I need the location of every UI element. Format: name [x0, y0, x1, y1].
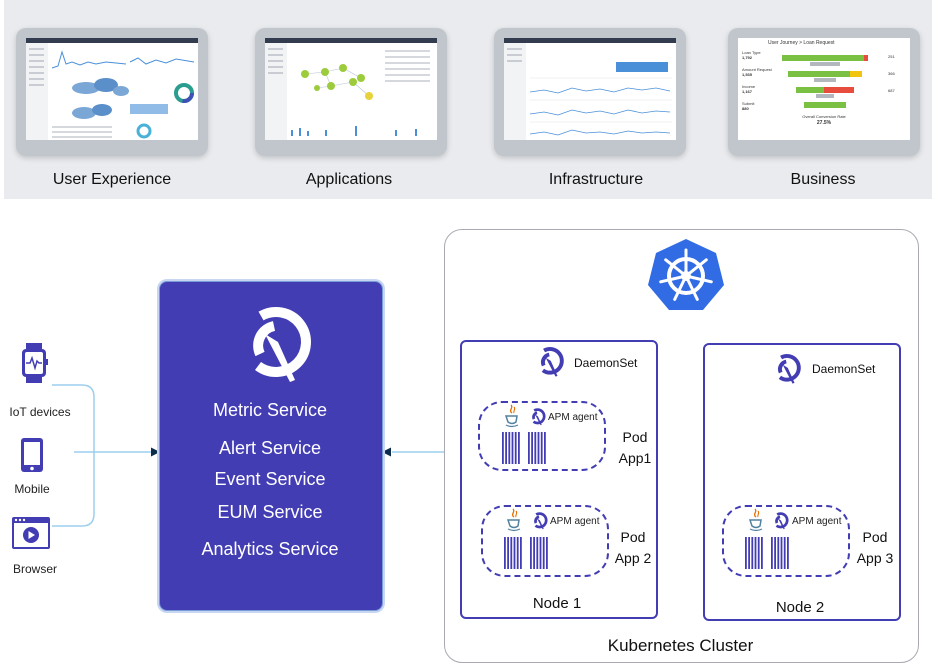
funnel-title: User Journey > Loan Request	[768, 40, 835, 46]
conversion-value: 27.5%	[816, 120, 832, 126]
pod-app1	[478, 401, 606, 471]
smartwatch-icon	[22, 343, 48, 383]
applogic-logo-icon	[541, 347, 564, 377]
apm-agent-label: APM agent	[550, 516, 600, 527]
category-label-business: Business	[790, 171, 856, 188]
applogic-logo	[253, 307, 311, 382]
kubernetes-wheel-icon	[648, 239, 724, 310]
node-1	[460, 340, 658, 619]
daemonset-label: DaemonSet	[574, 356, 638, 370]
monitoring-platform	[159, 281, 383, 611]
funnel-dropoff: 366	[888, 71, 895, 76]
user-experience-screenshot	[26, 38, 198, 140]
applogic-logo-icon	[775, 512, 789, 530]
java-icon	[507, 508, 521, 532]
java-icon	[505, 404, 519, 428]
infrastructure-monitor	[494, 28, 686, 156]
cluster-label: Kubernetes Cluster	[607, 636, 754, 655]
device-label-mobile: Mobile	[14, 482, 50, 496]
funnel-dropoff: 251	[888, 54, 895, 59]
conversion-label: Overall Conversion Rate	[802, 114, 846, 119]
apm-agent-label: APM agent	[548, 412, 598, 423]
browser-icon	[12, 517, 50, 549]
node-2	[703, 343, 901, 621]
service-metric: Metric Service	[212, 400, 328, 420]
smartphone-icon	[21, 438, 43, 472]
service-analytics: Analytics Service	[201, 539, 339, 559]
container-stack-icon	[504, 537, 548, 569]
applications-monitor	[255, 28, 447, 156]
service-eum: EUM Service	[217, 502, 323, 522]
applications-screenshot	[265, 38, 437, 140]
applogic-logo-icon	[532, 408, 546, 426]
apm-agent-label: APM agent	[792, 516, 842, 527]
container-stack-icon	[502, 432, 546, 464]
category-label-user-experience: User Experience	[52, 171, 172, 188]
user-experience-monitor	[16, 28, 208, 156]
category-label-applications: Applications	[305, 171, 393, 188]
pod-app3	[722, 505, 850, 577]
applogic-logo-icon	[534, 512, 548, 530]
node-label: Node 2	[775, 599, 825, 616]
funnel-dropoff: 687	[888, 88, 895, 93]
device-label-browser: Browser	[12, 562, 57, 576]
device-label-iot: IoT devices	[9, 405, 71, 419]
service-event: Event Service	[214, 469, 326, 489]
applogic-logo-icon	[778, 354, 801, 384]
category-label-infrastructure: Infrastructure	[548, 171, 644, 188]
pod-app2	[481, 505, 609, 577]
infrastructure-screenshot	[504, 38, 676, 140]
service-alert: Alert Service	[218, 438, 322, 458]
node-label: Node 1	[532, 595, 582, 612]
daemonset-label: DaemonSet	[812, 362, 876, 376]
java-icon	[749, 508, 763, 532]
container-stack-icon	[745, 537, 789, 569]
